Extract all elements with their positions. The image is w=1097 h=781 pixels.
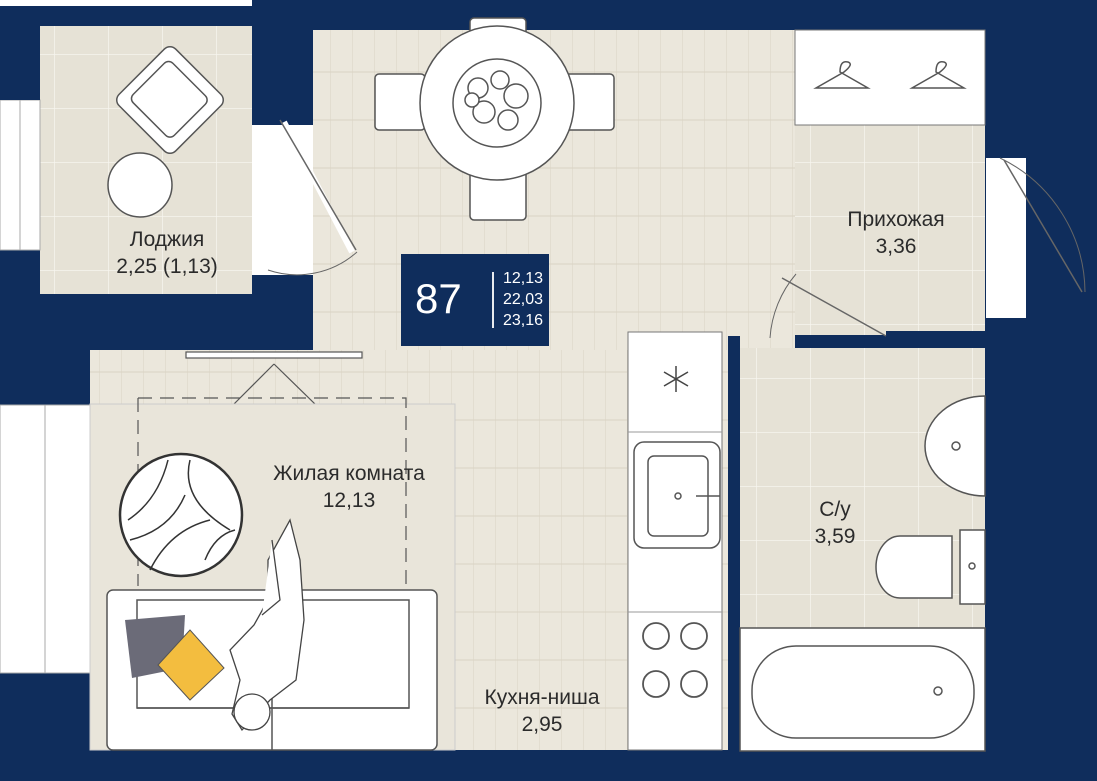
room-name: Лоджия <box>129 228 205 251</box>
room-name: С/у <box>819 498 851 521</box>
room-name: Кухня-ниша <box>484 686 600 709</box>
partition-wall-top <box>886 331 985 347</box>
apartment-areas: 12,13 22,03 23,16 <box>501 268 545 331</box>
toilet-icon <box>875 529 986 605</box>
sink-icon <box>633 441 721 549</box>
room-name: Жилая комната <box>273 462 425 485</box>
room-label-kitchen: Кухня-ниша 2,95 <box>457 684 627 738</box>
room-label-loggia: Лоджия 2,25 (1,13) <box>101 226 233 280</box>
pillow-yellow <box>157 629 225 701</box>
room-label-hallway: Прихожая 3,36 <box>825 206 967 260</box>
room-label-living: Жилая комната 12,13 <box>244 460 454 514</box>
apartment-number: 87 <box>415 275 462 322</box>
room-area: 2,25 (1,13) <box>116 255 218 278</box>
person-icon <box>229 518 305 732</box>
room-name: Прихожая <box>847 208 945 231</box>
dining-table-icon <box>374 17 615 221</box>
room-area: 12,13 <box>322 489 376 512</box>
room-area: 3,59 <box>814 525 856 548</box>
hanger-icon <box>909 60 967 89</box>
room-label-bathroom: С/у 3,59 <box>790 496 880 550</box>
stove-icon <box>642 622 708 698</box>
hallway-floor <box>795 125 985 335</box>
hanger-icon <box>813 60 871 89</box>
area-value: 12,13 <box>502 270 544 287</box>
area-value: 23,16 <box>502 312 544 329</box>
side-table-icon <box>107 152 173 218</box>
room-area: 2,95 <box>521 713 563 736</box>
apartment-badge: 87 12,13 22,03 23,16 <box>401 254 549 346</box>
area-value: 22,03 <box>502 291 544 308</box>
washbasin-icon <box>924 395 986 497</box>
fridge-icon <box>663 366 689 392</box>
windows <box>0 86 91 674</box>
bathtub-icon <box>739 627 986 752</box>
wardrobe-icon <box>794 29 986 126</box>
room-area: 3,36 <box>875 235 917 258</box>
coffee-table-icon <box>118 452 244 578</box>
badge-divider <box>492 272 494 328</box>
doors <box>252 119 1086 339</box>
armchair-icon <box>115 45 225 155</box>
partition-wall <box>728 336 740 751</box>
